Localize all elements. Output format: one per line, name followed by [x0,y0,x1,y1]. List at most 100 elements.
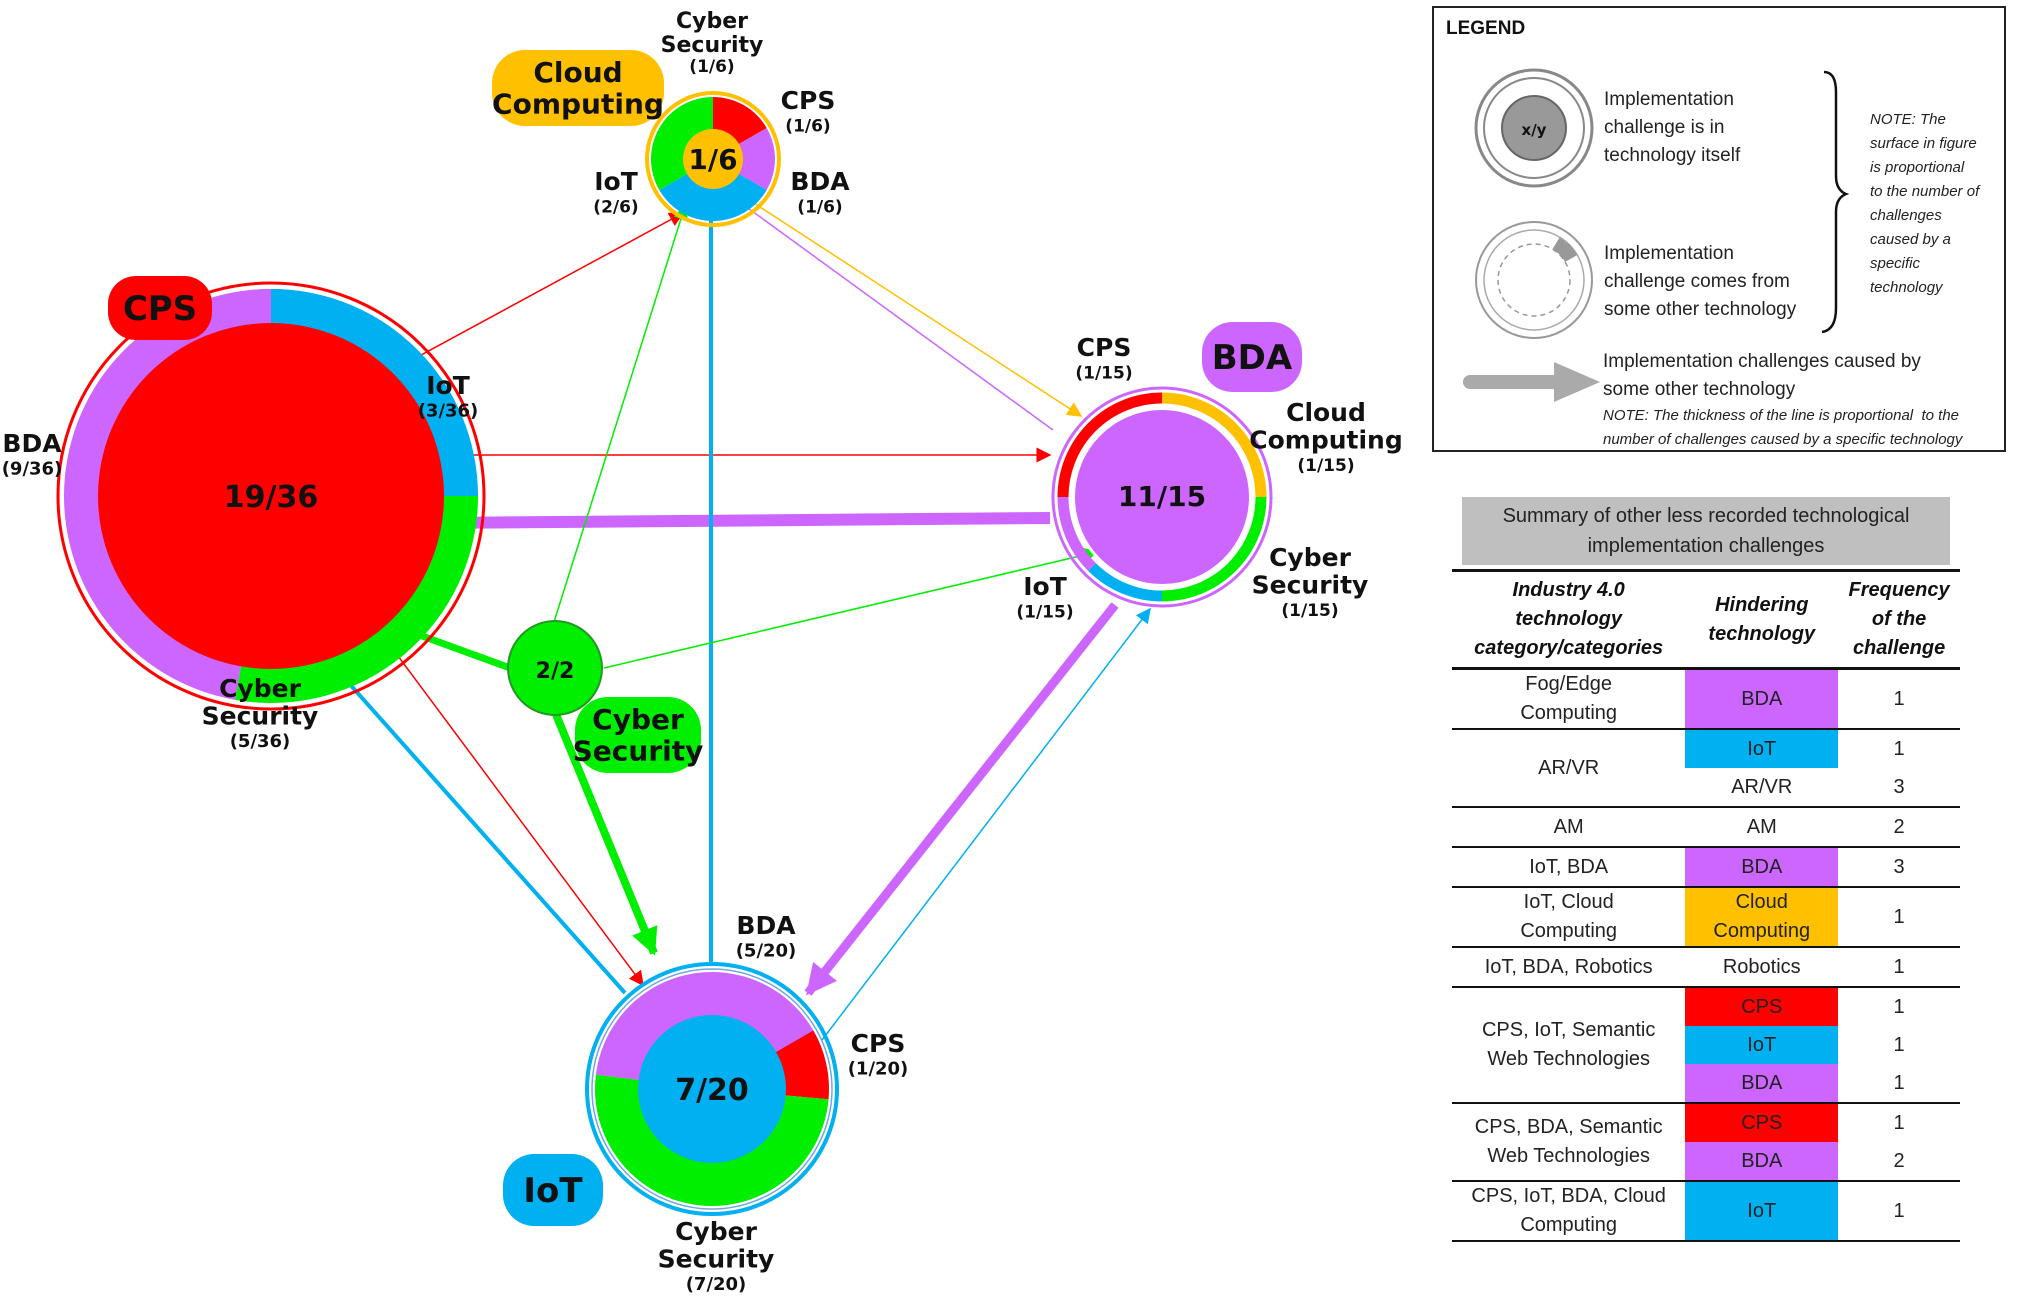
bda-tag-badge [1202,322,1302,392]
edge-bda-to-cps [430,502,1051,544]
bda-ring-iot [1088,563,1163,602]
cloud-label-cps-name: CPS [781,86,836,115]
legend-item3-text: Implementation challenges caused by some… [1603,351,1921,400]
legend-note-surface: NOTE: The surface in figure is proportio… [1870,111,1980,296]
summary-category-cell: IoT, BDA [1452,847,1686,888]
edge-iot-to-bda [821,607,1151,1041]
node-bda [1051,386,1273,608]
summary-hindering-cell: IoT [1685,1181,1839,1242]
cloud-label-iot-fraction: (2/6) [593,198,638,218]
bda-label-iot-name: IoT [1023,572,1067,601]
iot-tag-badge [503,1154,603,1226]
bda-ring-cyber [1161,496,1267,602]
summary-frequency-cell: 3 [1838,847,1960,888]
iot-tag-label: IoT [523,1171,583,1211]
bda-core [1075,410,1249,584]
summary-frequency-cell: 1 [1893,737,1905,760]
legend-xy-symbol: x/y [1522,121,1547,139]
cps-tag-label: CPS [123,289,197,329]
edge-cyber-to-iot [551,710,658,956]
cloud-label-cyber-fraction: (1/6) [689,57,734,77]
node-cyber-security [507,620,603,716]
summary-category-cell: AM [1452,807,1686,848]
cloud-ring-bda [713,128,775,190]
summary-category-cell: CPS, IoT, Semantic Web Technologies [1452,987,1686,1104]
legend-item2-text: Implementation challenge comes from some… [1604,243,1797,320]
cps-label-iot-fraction: (3/36) [418,401,479,422]
cloud-label-bda-name: BDA [790,167,850,196]
bda-label-cps-fraction: (1/15) [1075,364,1132,384]
summary-category-cell: Fog/Edge Computing [1452,668,1686,730]
iot-label-cps-name: CPS [851,1029,906,1058]
header-frequency: Frequency of the challenge [1838,569,1960,670]
edge-cloud-to-bda [739,193,1083,417]
summary-frequency-cell: 3 [1838,768,1960,808]
cloud-label-bda-fraction: (1/6) [797,198,842,218]
summary-hindering-cell: IoT [1685,729,1839,768]
cps-label-iot-name: IoT [426,371,470,400]
iot-core [638,1015,786,1163]
summary-category-cell: CPS, BDA, Semantic Web Technologies [1452,1103,1686,1182]
cyber-core [507,620,603,716]
legend-title: LEGEND [1446,18,1526,39]
legend-own-challenge-icon: x/y [1474,68,1594,188]
cps-label-cyber-fraction: (5/36) [230,731,291,752]
summary-hindering-cell: CPS [1685,987,1839,1026]
node-cps [56,281,486,711]
summary-hindering-cell: AR/VR [1685,768,1839,808]
bda-label-cloud-fraction: (1/15) [1297,456,1354,476]
header-category: Industry 4.0 technology category/categor… [1452,569,1686,670]
legend-curly-brace-icon [1821,70,1850,334]
summary-frequency-cell: 1 [1838,887,1960,948]
cloud-core [683,129,743,189]
cyber-tag-badge [575,697,701,773]
summary-frequency-cell: 1 [1893,995,1905,1018]
cloud-tag-badge [492,50,664,126]
bda-ring-cloud [1161,392,1267,498]
cloud-label-cps-fraction: (1/6) [785,117,830,137]
bda-label-cps-name: CPS [1077,333,1132,362]
summary-category-cell: AR/VR [1452,729,1686,808]
summary-frequency-cell: 1 [1893,1033,1905,1056]
cps-core [98,323,444,669]
summary-frequency-cell: 2 [1838,1142,1960,1182]
bda-label-iot-fraction: (1/15) [1016,603,1073,623]
edge-bda-to-cloud [728,194,1054,431]
summary-frequency-cell: 1 [1838,947,1960,988]
iot-label-bda-name: BDA [736,911,796,940]
legend-note-thickness: NOTE: The thickness of the line is propo… [1603,407,1963,448]
summary-frequency-cell: 1 [1838,1064,1960,1104]
cloud-center-value: 1/6 [688,143,737,176]
summary-hindering-cell: BDA [1685,847,1839,888]
legend-symbols: x/y [1463,68,1850,402]
bda-ring-cps [1057,392,1163,498]
summary-category-cell: IoT, BDA, Robotics [1452,947,1686,988]
summary-hindering-cell: CPS [1685,1103,1839,1142]
summary-category-cell: CPS, IoT, BDA, Cloud Computing [1452,1181,1686,1242]
summary-hindering-cell: Cloud Computing [1685,887,1839,948]
cps-label-bda-name: BDA [2,429,62,458]
iot-center-value: 7/20 [675,1073,749,1108]
legend-item1-text: Implementation challenge is in technolog… [1604,89,1741,166]
bda-label-cyber-fraction: (1/15) [1281,601,1338,621]
summary-hindering-cell: BDA [1685,668,1839,730]
summary-frequency-cell: 1 [1893,1111,1905,1134]
legend-box: LEGEND x/y Implementation challenge is i… [1432,6,2006,452]
summary-frequency-cell: 2 [1838,807,1960,848]
legend-other-challenge-icon [1475,221,1593,339]
